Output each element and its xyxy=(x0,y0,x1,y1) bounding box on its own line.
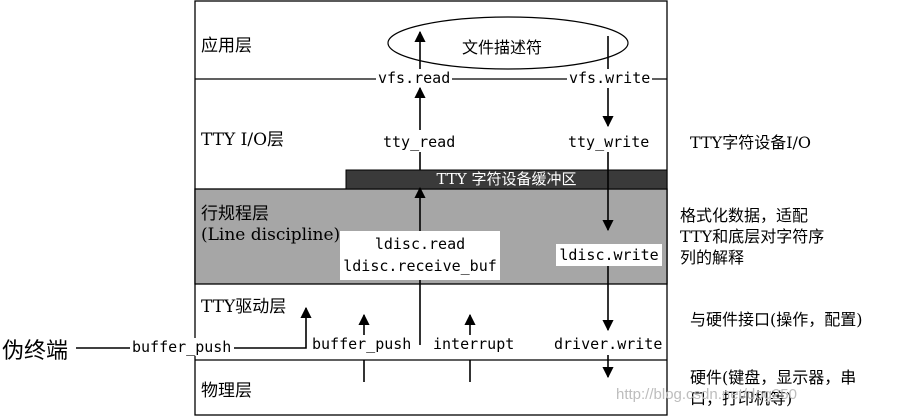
ldisc-read-box: ldisc.read ldisc.receive_buf xyxy=(340,231,500,280)
tty-buffer-label: TTY 字符设备缓冲区 xyxy=(436,170,577,188)
watermark: http://blog.csdn.net/dog250 xyxy=(616,386,797,403)
layer-tty-io-label: TTY I/O层 xyxy=(201,130,284,150)
note-hardware-line-2: 口，打印机等) xyxy=(690,389,793,408)
buffer-push-left-label: buffer_push xyxy=(130,338,234,356)
note-hardware-line-1: 硬件(键盘，显示器，串 xyxy=(690,368,857,387)
driver-write-label: driver.write xyxy=(552,335,665,353)
file-descriptor-label: 文件描述符 xyxy=(462,38,543,57)
note-driver: 与硬件接口(操作，配置) xyxy=(690,310,863,329)
buffer-push-left-arrow xyxy=(234,306,312,349)
file-descriptor-ellipse xyxy=(387,16,629,70)
note-line-discipline-line-1: 格式化数据，适配 xyxy=(680,206,809,225)
ldisc-write-label: ldisc.write xyxy=(559,246,659,264)
vfs-read-label: vfs.read xyxy=(376,69,453,87)
note-line-discipline-line-2: TTY和底层对字符序 xyxy=(680,227,825,246)
layer-line-discipline-label: 行规程层 xyxy=(201,204,269,224)
vfs-write-label: vfs.write xyxy=(567,69,653,87)
tty-write-label: tty_write xyxy=(568,133,650,151)
ldisc-write-box: ldisc.write xyxy=(556,244,662,266)
note-line-discipline-line-3: 列的解释 xyxy=(680,248,745,267)
layer-physical-label: 物理层 xyxy=(201,381,252,401)
note-hardware: 硬件(键盘，显示器，串 口，打印机等) xyxy=(690,367,856,409)
ldisc-read-label: ldisc.read xyxy=(374,235,466,253)
layer-app-label: 应用层 xyxy=(201,36,252,56)
tty-buffer-bar xyxy=(345,169,668,190)
layer-tty-driver-label: TTY驱动层 xyxy=(201,297,287,317)
pseudo-terminal-label: 伪终端 xyxy=(2,339,69,364)
tty-read-label: tty_read xyxy=(383,133,456,151)
layer-line-discipline-en-label: (Line discipline) xyxy=(201,225,341,245)
note-tty-char-device: TTY字符设备I/O xyxy=(690,133,812,152)
note-line-discipline: 格式化数据，适配 TTY和底层对字符序 列的解释 xyxy=(680,205,824,268)
ldisc-receive-buf-label: ldisc.receive_buf xyxy=(343,257,497,275)
interrupt-label: interrupt xyxy=(433,335,515,353)
buffer-push-label: buffer_push xyxy=(312,335,412,353)
